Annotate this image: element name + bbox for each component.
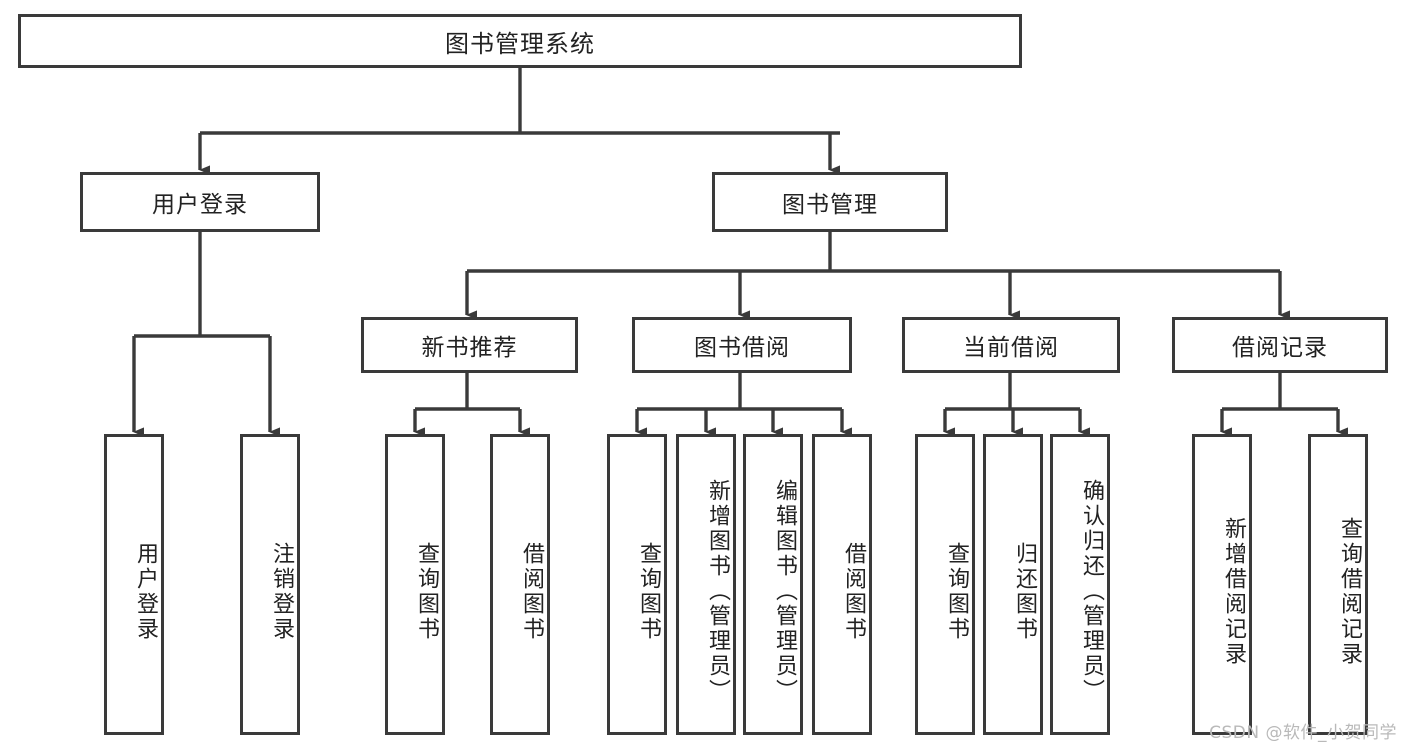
leaf-borrow-query-book[interactable]: 查询图书	[607, 434, 667, 735]
node-root-system[interactable]: 图书管理系统	[18, 14, 1022, 68]
leaf-current-query-book[interactable]: 查询图书	[915, 434, 975, 735]
leaf-recommend-borrow-book[interactable]: 借阅图书	[490, 434, 550, 735]
leaf-current-return-book[interactable]: 归还图书	[983, 434, 1043, 735]
node-book-management[interactable]: 图书管理	[712, 172, 948, 232]
leaf-user-login-logout[interactable]: 注销登录	[240, 434, 300, 735]
node-current-borrow[interactable]: 当前借阅	[902, 317, 1120, 373]
node-new-book-recommend[interactable]: 新书推荐	[361, 317, 578, 373]
leaf-record-query-record[interactable]: 查询借阅记录	[1308, 434, 1368, 735]
leaf-borrow-add-book-admin[interactable]: 新增图书（管理员）	[676, 434, 736, 735]
node-user-login[interactable]: 用户登录	[80, 172, 320, 232]
leaf-user-login-login[interactable]: 用户登录	[104, 434, 164, 735]
leaf-record-add-record[interactable]: 新增借阅记录	[1192, 434, 1252, 735]
leaf-borrow-borrow-book[interactable]: 借阅图书	[812, 434, 872, 735]
leaf-recommend-query-book[interactable]: 查询图书	[385, 434, 445, 735]
node-borrow-record[interactable]: 借阅记录	[1172, 317, 1388, 373]
leaf-borrow-edit-book-admin[interactable]: 编辑图书（管理员）	[743, 434, 803, 735]
leaf-current-confirm-return-admin[interactable]: 确认归还（管理员）	[1050, 434, 1110, 735]
watermark-text: CSDN @软件_小贺同学	[1209, 723, 1397, 743]
node-book-borrow[interactable]: 图书借阅	[632, 317, 852, 373]
